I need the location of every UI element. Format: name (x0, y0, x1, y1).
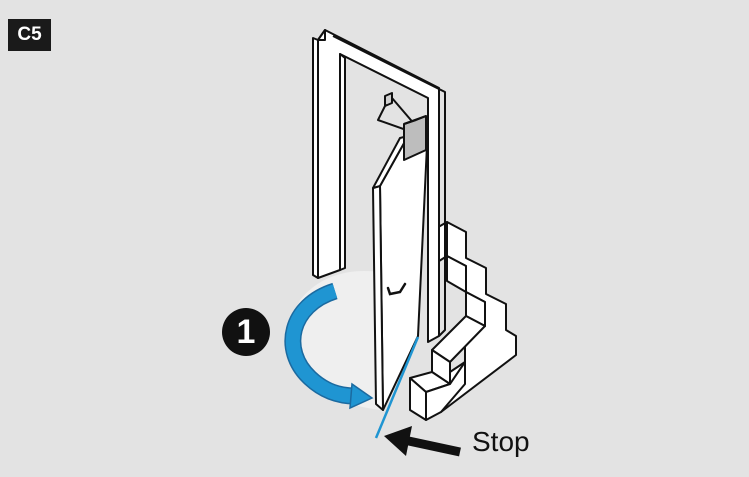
stop-label: Stop (472, 426, 530, 457)
step-number-circle: 1 (222, 308, 270, 356)
step-badge: C5 (8, 19, 51, 51)
door-handle (386, 282, 407, 296)
door-closer (377, 92, 427, 161)
door-frame (312, 29, 446, 343)
stop-line (374, 336, 420, 439)
stop-arrow-icon (384, 426, 461, 457)
stairs (409, 221, 517, 421)
swing-arrow-icon (284, 282, 374, 410)
door-leaf (372, 123, 429, 411)
